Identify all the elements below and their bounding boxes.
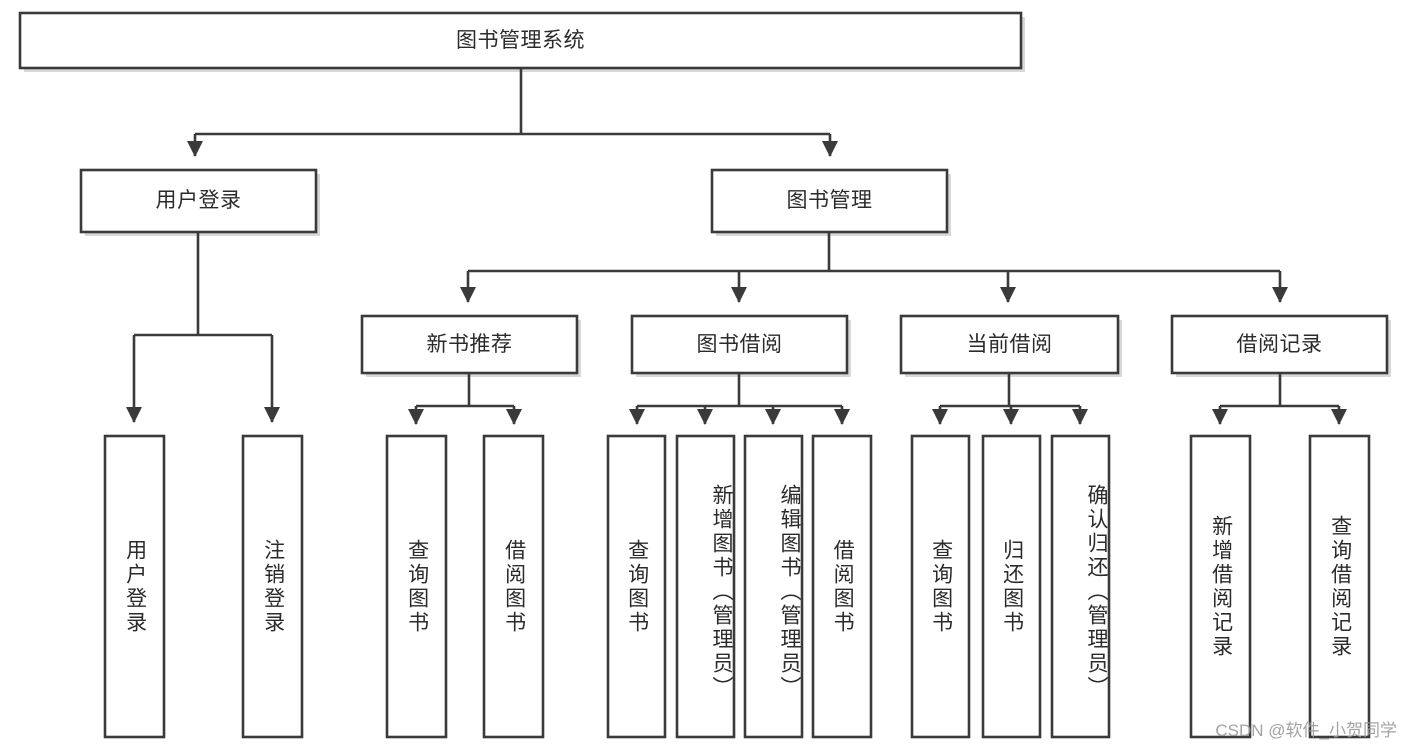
node-box-leaf-query-record[interactable] [1308, 434, 1371, 739]
node-box-leaf-edit-book[interactable] [743, 434, 804, 739]
node-box-book-manage[interactable] [710, 168, 949, 234]
node-box-root[interactable] [18, 11, 1023, 70]
node-box-leaf-borrow-book-2[interactable] [811, 434, 873, 739]
node-box-leaf-query-book-2[interactable] [606, 434, 667, 739]
watermark-text: CSDN @软件_小贺同学 [1215, 721, 1397, 740]
node-box-borrow-record[interactable] [1170, 314, 1389, 375]
node-box-leaf-query-book-1[interactable] [385, 434, 448, 739]
node-box-leaf-add-book[interactable] [675, 434, 736, 739]
node-box-leaf-logout[interactable] [241, 434, 304, 739]
node-box-new-book-recommend[interactable] [360, 314, 579, 375]
node-box-current-borrow[interactable] [899, 314, 1120, 375]
node-box-book-borrow[interactable] [630, 314, 849, 375]
node-box-user-login[interactable] [79, 168, 318, 234]
node-box-leaf-user-login[interactable] [103, 434, 166, 739]
node-box-leaf-borrow-book-1[interactable] [482, 434, 545, 739]
node-box-leaf-query-book-3[interactable] [910, 434, 971, 739]
node-box-leaf-return-book[interactable] [981, 434, 1042, 739]
node-box-leaf-add-record[interactable] [1189, 434, 1252, 739]
node-box-leaf-confirm-return[interactable] [1050, 434, 1111, 739]
